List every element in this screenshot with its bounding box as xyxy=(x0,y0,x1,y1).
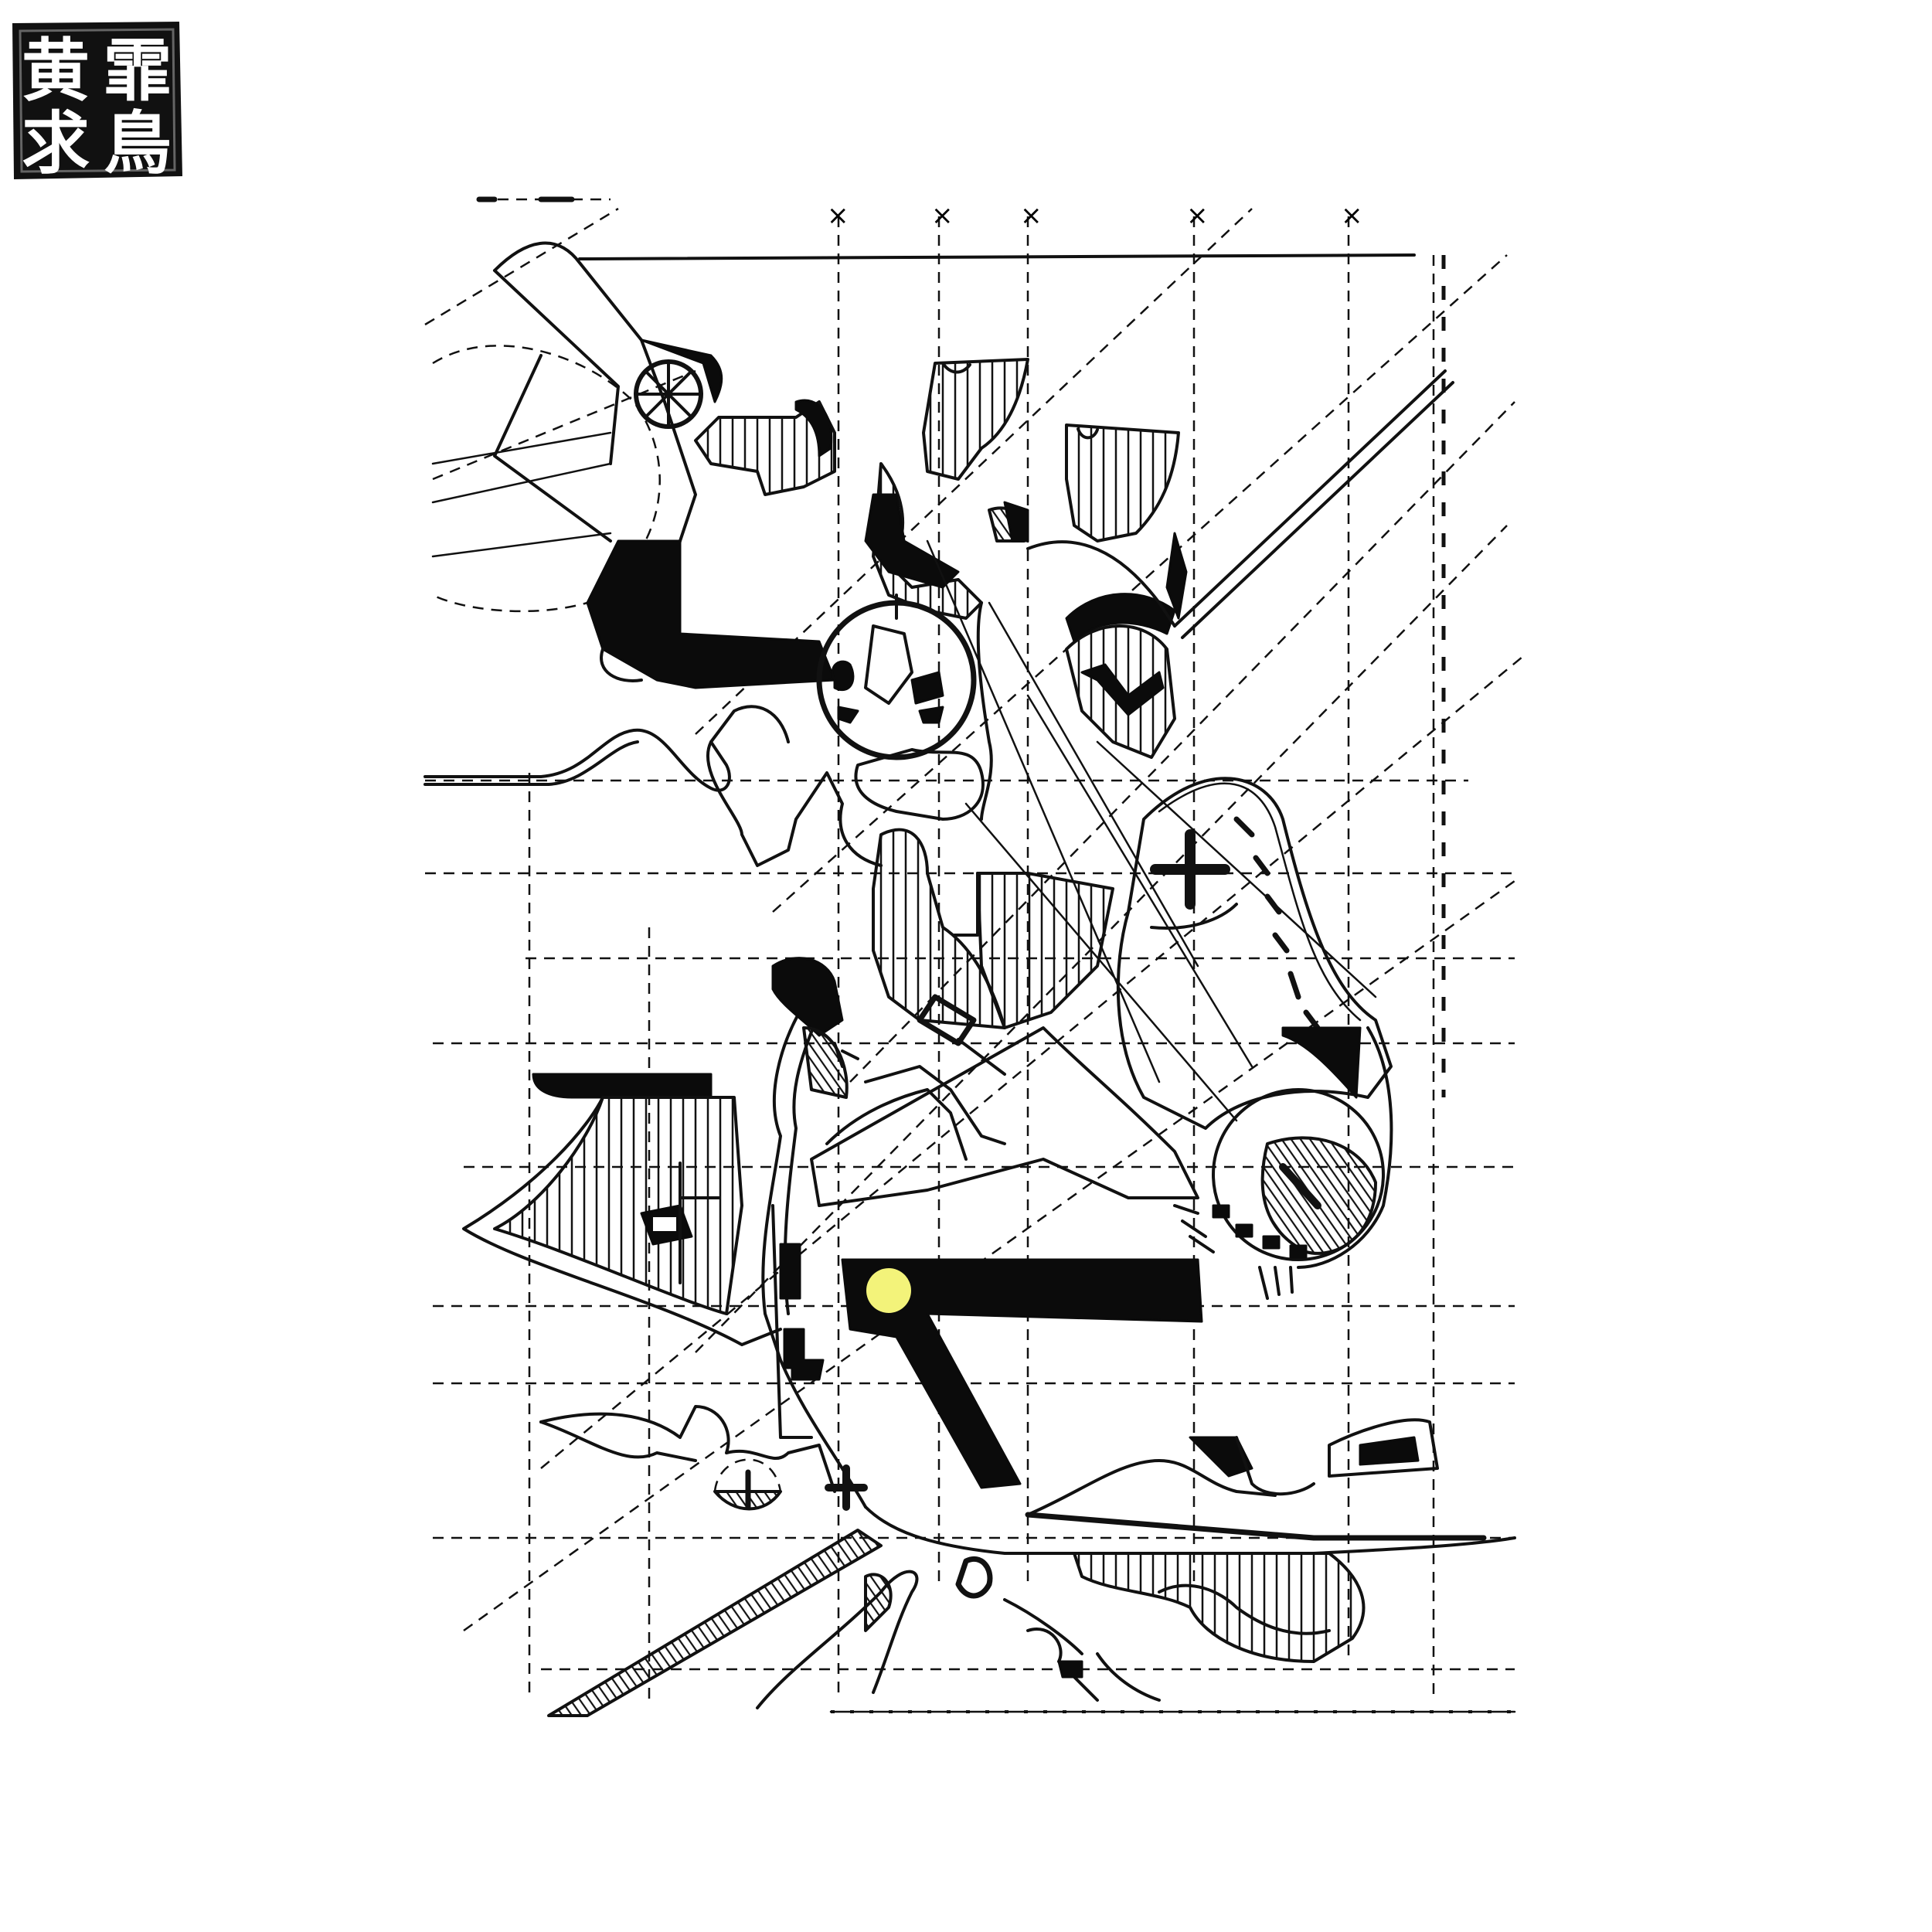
svg-text:×: × xyxy=(931,200,954,231)
seal-char-2: 黄 xyxy=(22,30,90,111)
target-circle-icon xyxy=(634,359,703,429)
plus-mark-icon xyxy=(1150,829,1230,910)
seal-char-4: 求 xyxy=(22,103,90,182)
plus-mark-small-icon xyxy=(825,1464,868,1511)
svg-text:×: × xyxy=(1341,200,1363,231)
seal-stamp-icon: 霏 黄 鳥 求 xyxy=(12,22,182,182)
seal-char-3: 鳥 xyxy=(104,103,172,182)
svg-text:×: × xyxy=(827,200,849,231)
svg-text:×: × xyxy=(1186,200,1209,231)
seal-char-1: 霏 xyxy=(104,30,172,111)
top-cross-marks: × × × × × xyxy=(476,196,1363,231)
svg-text:×: × xyxy=(1020,200,1043,231)
accent-dot-icon xyxy=(866,1268,911,1313)
